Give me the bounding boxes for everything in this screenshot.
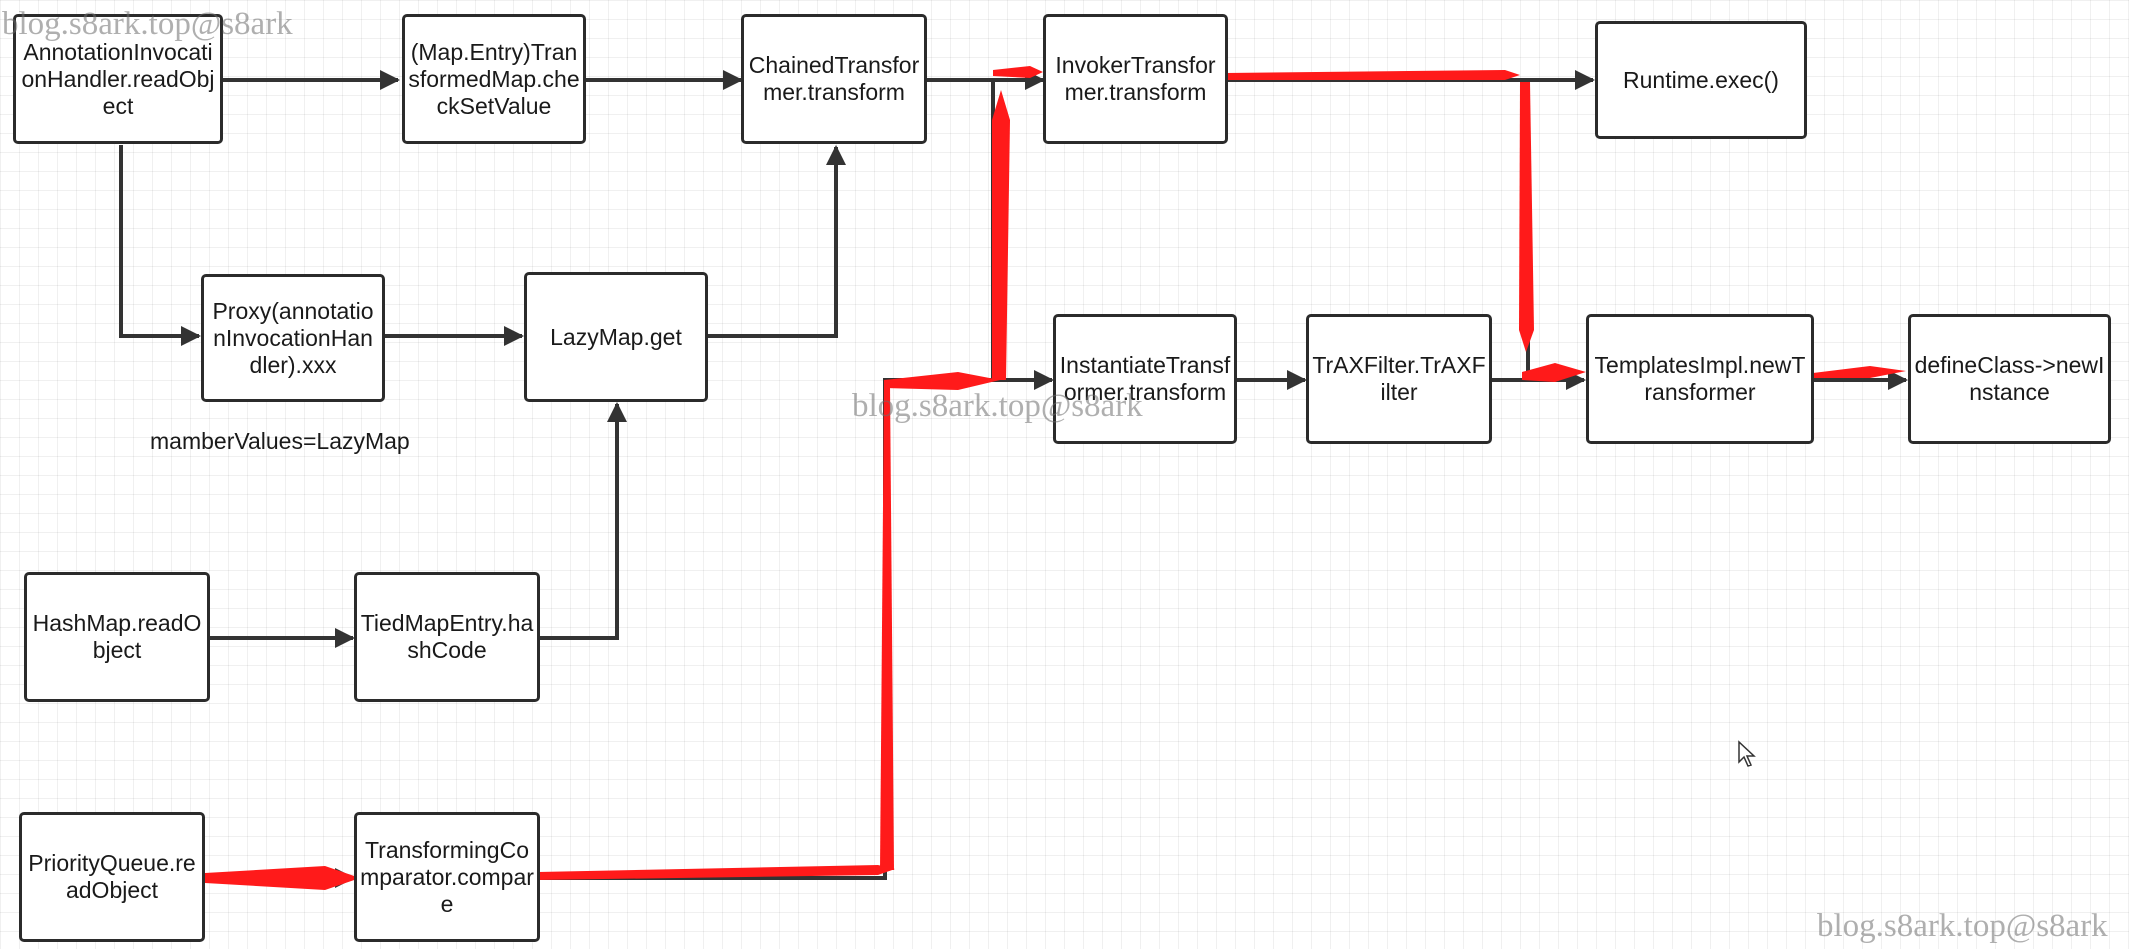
node-annotation-invocation-handler: AnnotationInvocationHandler.readObject [13, 14, 223, 144]
member-values-note: mamberValues=LazyMap [150, 428, 410, 454]
highlighted-exploit-path [205, 66, 1906, 890]
watermark-center: blog.s8ark.top@s8ark [852, 388, 1143, 424]
node-chainedtransformer-transform: ChainedTransformer.transform [741, 14, 927, 144]
node-transformedmap-checksetvalue: (Map.Entry)TransformedMap.checkSetValue [402, 14, 586, 144]
node-proxy-annotation-invocation-handler: Proxy(annotationInvocationHandler).xxx [201, 274, 385, 402]
node-templatesimpl-newtransformer: TemplatesImpl.newTransformer [1586, 314, 1814, 444]
watermark-top-left: blog.s8ark.top@s8ark [2, 6, 293, 42]
node-transformingcomparator-compare: TransformingComparator.compare [354, 812, 540, 942]
edge-annotation-to-proxy [119, 145, 201, 346]
node-runtime-exec: Runtime.exec() [1595, 21, 1807, 139]
edge-tiedmapentry-to-lazymap [538, 402, 627, 640]
node-defineclass-newinstance: defineClass->newInstance [1908, 314, 2111, 444]
red-arrow-junction-to-instantiate-corner [884, 372, 1000, 390]
watermark-bottom-right: blog.s8ark.top@s8ark [1817, 908, 2108, 944]
red-line-junction-up [880, 384, 894, 870]
node-traxfilter: TrAXFilter.TrAXFilter [1306, 314, 1492, 444]
red-line-corner-down [1519, 82, 1534, 352]
node-tiedmapentry-hashcode: TiedMapEntry.hashCode [354, 572, 540, 702]
node-priorityqueue-readobject: PriorityQueue.readObject [19, 812, 205, 942]
node-lazymap-get: LazyMap.get [524, 272, 708, 402]
red-line-comparator-to-junction [538, 865, 895, 880]
red-line-corner-up [992, 90, 1010, 380]
edge-lazymap-to-chained [706, 145, 846, 338]
mouse-cursor-icon [1738, 740, 1756, 767]
black-connectors [119, 70, 1908, 888]
node-hashmap-readobject: HashMap.readObject [24, 572, 210, 702]
red-arrow-to-invoker [993, 66, 1043, 78]
red-arrow-to-templatesimpl [1522, 363, 1586, 382]
red-arrow-priorityqueue-to-comparator [205, 866, 360, 890]
red-line-invoker-to-corner [1226, 70, 1520, 80]
node-invokertransformer-transform: InvokerTransformer.transform [1043, 14, 1228, 144]
edge-comparator-up-to-split [538, 378, 993, 880]
red-arrow-templatesimpl-to-defineclass [1813, 366, 1906, 378]
node-instantiatetransformer-transform: InstantiateTransformer.transform [1053, 314, 1237, 444]
